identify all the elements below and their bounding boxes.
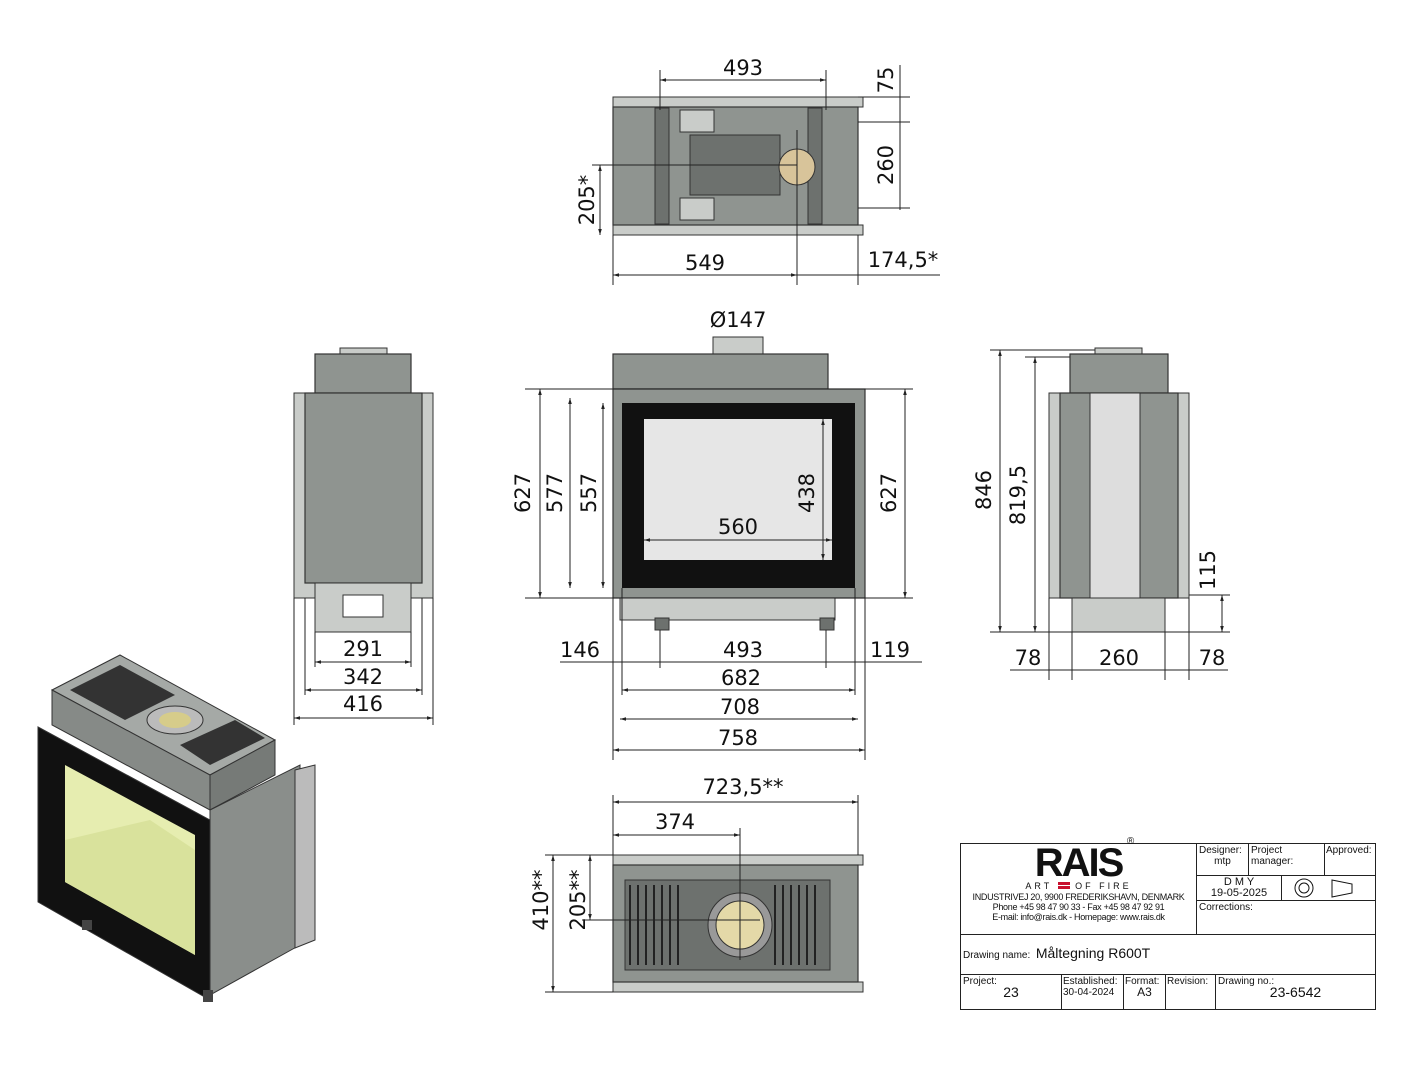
drawing-name-cell: Drawing name: Måltegning R600T bbox=[961, 935, 1375, 975]
dim-right-260: 260 bbox=[1099, 646, 1139, 670]
address: INDUSTRIVEJ 20, 9900 FREDERIKSHAVN, DENM… bbox=[972, 892, 1185, 902]
dim-front-438: 438 bbox=[795, 473, 819, 513]
dim-front-493: 493 bbox=[723, 638, 763, 662]
format-cell: Format:A3 bbox=[1124, 975, 1166, 1009]
project-cell: Project:23 bbox=[961, 975, 1062, 1009]
drawing-no-cell: Drawing no.:23-6542 bbox=[1218, 976, 1322, 1000]
bottom-view: 723,5** 374 410** 205** bbox=[529, 775, 864, 993]
title-block: RAIS® ART OF FIRE INDUSTRIVEJ 20, 9900 F… bbox=[960, 836, 1376, 1010]
dim-left-342: 342 bbox=[343, 665, 383, 689]
top-view: 493 75 260 205* 549 174,5* bbox=[575, 56, 940, 285]
projection-symbol-icon bbox=[1282, 876, 1375, 901]
dim-right-846: 846 bbox=[972, 470, 996, 510]
isometric-view bbox=[37, 654, 316, 1002]
dim-bottom-205: 205** bbox=[566, 869, 590, 930]
dim-front-560: 560 bbox=[718, 515, 758, 539]
dim-front-758: 758 bbox=[718, 726, 758, 750]
company-info: RAIS® ART OF FIRE INDUSTRIVEJ 20, 9900 F… bbox=[961, 836, 1197, 935]
dim-front-577: 577 bbox=[543, 473, 567, 513]
dim-right-115: 115 bbox=[1196, 550, 1220, 590]
drawing-name: Måltegning R600T bbox=[1035, 945, 1151, 961]
approved-cell: Approved: bbox=[1325, 844, 1375, 876]
revision-cell: Revision: bbox=[1166, 975, 1216, 1009]
dim-left-416: 416 bbox=[343, 692, 383, 716]
left-side-view: 291 342 416 bbox=[293, 347, 434, 725]
dim-top-260: 260 bbox=[874, 145, 898, 185]
dim-right-78-left: 78 bbox=[1015, 646, 1042, 670]
project-manager-cell: Project manager: bbox=[1249, 844, 1325, 876]
dim-front-146: 146 bbox=[560, 638, 600, 662]
dim-front-627-left: 627 bbox=[511, 473, 535, 513]
dim-front-708: 708 bbox=[720, 695, 760, 719]
corrections-cell: Corrections: bbox=[1197, 901, 1375, 935]
dim-top-75: 75 bbox=[874, 67, 898, 94]
front-view: Ø147 627 577 557 438 560 627 146 493 119… bbox=[511, 308, 922, 760]
dim-front-682: 682 bbox=[721, 666, 761, 690]
dim-top-174-5: 174,5* bbox=[868, 248, 939, 272]
tagline: ART OF FIRE bbox=[1025, 881, 1132, 891]
dim-front-627-right: 627 bbox=[877, 473, 901, 513]
established-cell: Established:30-04-2024 bbox=[1062, 975, 1124, 1009]
dim-right-78-right: 78 bbox=[1199, 646, 1226, 670]
dim-top-493: 493 bbox=[723, 56, 763, 80]
dim-front-557: 557 bbox=[577, 473, 601, 513]
dim-front-119: 119 bbox=[870, 638, 910, 662]
email: E-mail: info@rais.dk - Homepage: www.rai… bbox=[992, 912, 1165, 922]
dim-left-291: 291 bbox=[343, 637, 383, 661]
dim-top-205: 205* bbox=[575, 175, 599, 226]
danish-flag-icon bbox=[1057, 882, 1070, 889]
designer-cell: Designer:mtp bbox=[1197, 844, 1249, 876]
right-side-view: 846 819,5 115 78 260 78 bbox=[972, 347, 1230, 680]
rais-logo: RAIS® bbox=[1034, 836, 1135, 885]
dim-flue-diameter: Ø147 bbox=[710, 308, 767, 332]
dim-bottom-374: 374 bbox=[655, 810, 695, 834]
dim-right-819-5: 819,5 bbox=[1006, 465, 1030, 525]
dim-bottom-723-5: 723,5** bbox=[702, 775, 783, 799]
dim-bottom-410: 410** bbox=[529, 869, 553, 930]
dim-top-549: 549 bbox=[685, 251, 725, 275]
phone: Phone +45 98 47 90 33 - Fax +45 98 47 92… bbox=[992, 902, 1165, 912]
